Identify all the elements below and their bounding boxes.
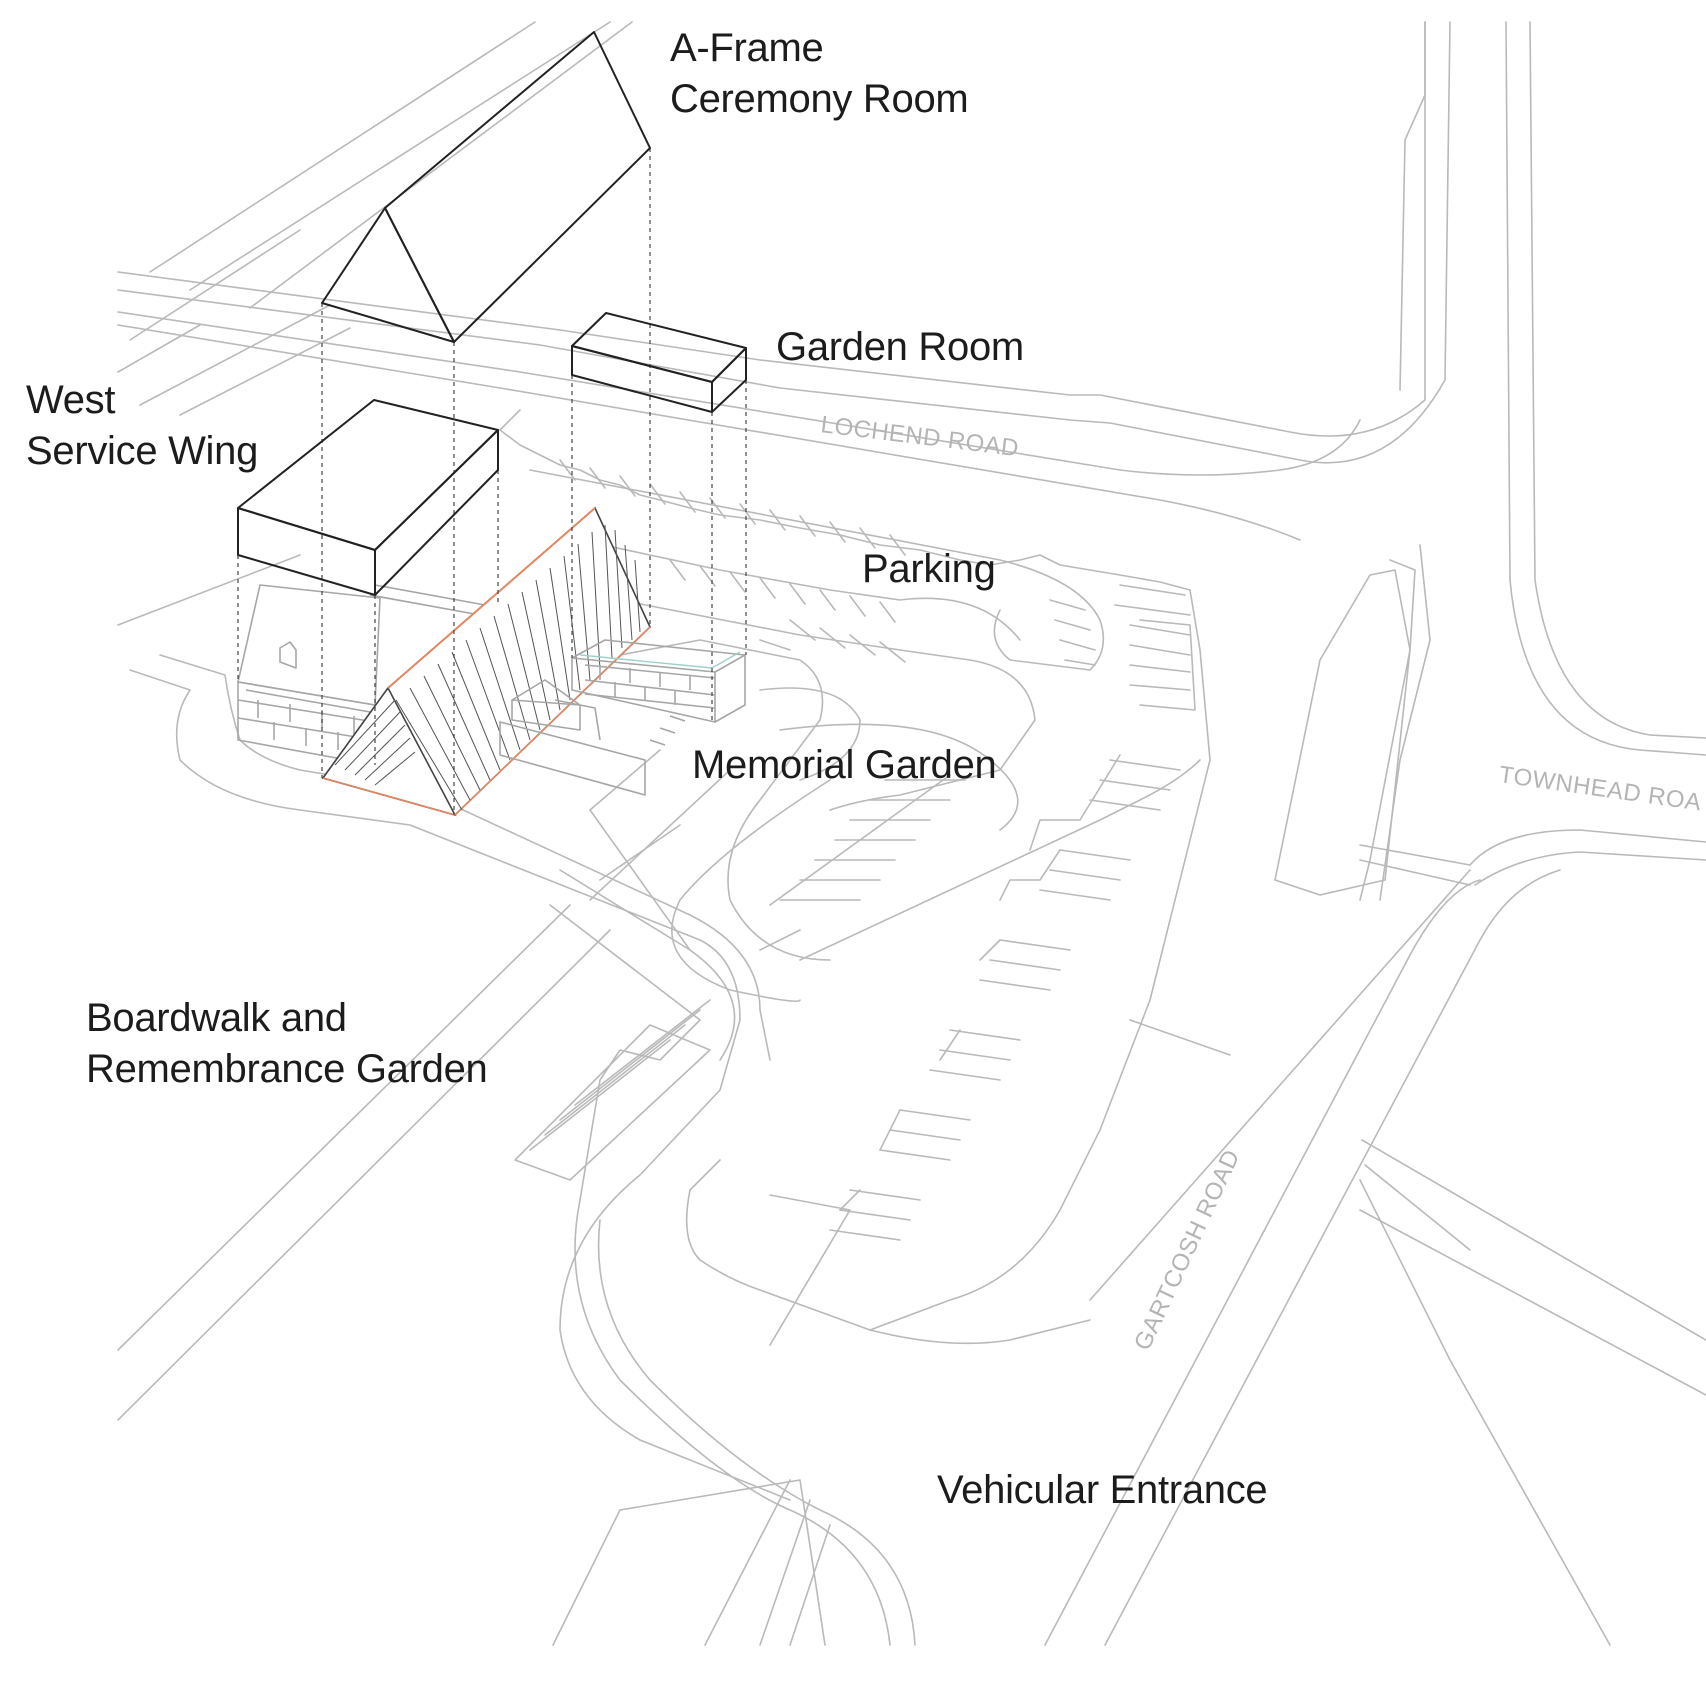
a-frame-label-line1: A-Frame [670, 26, 824, 70]
loop-road [129, 654, 1091, 1501]
site-context [117, 21, 1706, 1646]
garden-room-volume [571, 312, 747, 413]
a-frame-gable-face [321, 207, 455, 343]
parking-area [499, 409, 1211, 1346]
vehicular-entrance-label: Vehicular Entrance [937, 1468, 1268, 1512]
townhead-road [1359, 829, 1706, 886]
parking-label: Parking [862, 547, 996, 591]
a-frame-label: A-Frame Ceremony Room [670, 23, 969, 125]
gartcosh-road [1044, 544, 1706, 1646]
townhead-road-label: TOWNHEAD ROA [1497, 761, 1703, 816]
boardwalk-area [117, 749, 916, 1646]
west-service-wing-label: West Service Wing [26, 375, 258, 477]
lochend-road [117, 21, 1706, 756]
lochend-road-label: LOCHEND ROAD [819, 411, 1020, 462]
a-frame-label-line2: Ceremony Room [670, 77, 969, 121]
boardwalk-label: Boardwalk and Remembrance Garden [86, 993, 488, 1095]
a-frame-volume [321, 31, 651, 343]
a-frame-roof-face [384, 31, 651, 343]
boardwalk-label-line1: Boardwalk and [86, 996, 347, 1040]
gartcosh-road-label: GARTCOSH ROAD [1129, 1145, 1246, 1354]
projection-lines [237, 148, 747, 815]
building-base [237, 506, 746, 817]
west-service-wing-label-line2: Service Wing [26, 429, 259, 473]
west-service-wing-label-line1: West [26, 378, 116, 422]
memorial-garden-label: Memorial Garden [692, 743, 997, 787]
upper-left-parcels [117, 21, 633, 626]
garden-room-label: Garden Room [776, 325, 1024, 369]
boardwalk-label-line2: Remembrance Garden [86, 1047, 488, 1091]
west-service-wing-volume [237, 399, 499, 596]
